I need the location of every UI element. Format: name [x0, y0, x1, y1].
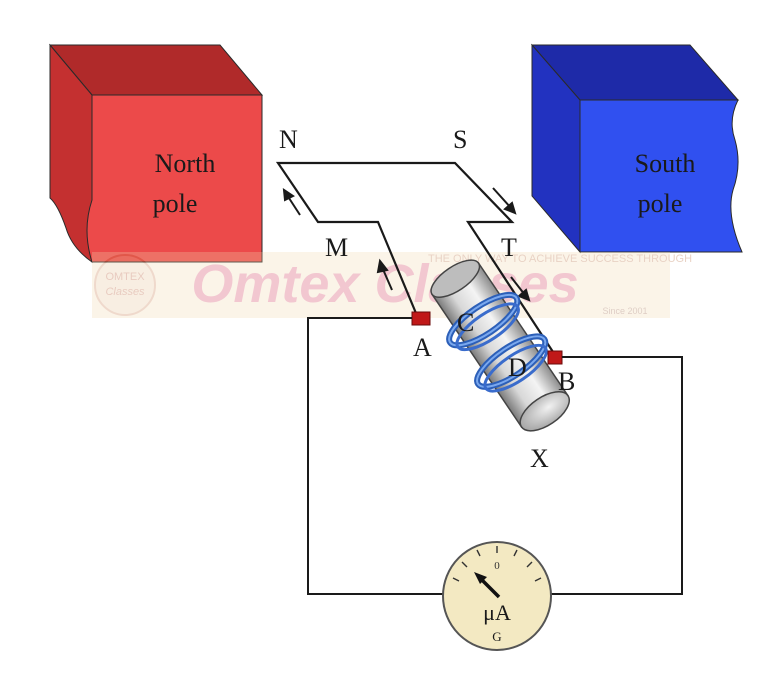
slip-ring-d-highlight — [476, 335, 547, 388]
watermark-logo — [94, 254, 156, 316]
north-pole-label-line1: North — [155, 149, 216, 178]
label-c: C — [457, 308, 474, 337]
south-pole-front-face — [579, 99, 743, 253]
slip-ring-c-inner — [455, 302, 520, 352]
label-t: T — [501, 233, 517, 262]
south-pole-label-line1: South — [635, 149, 696, 178]
brush-b — [547, 350, 563, 365]
slip-ring-c-highlight — [448, 293, 519, 347]
axle-front-end — [519, 391, 570, 432]
label-a: A — [413, 333, 432, 362]
axle-x — [430, 259, 570, 432]
galvanometer-zero: 0 — [494, 560, 500, 572]
arrow-up-middle — [376, 258, 393, 291]
coil-loop-wire — [275, 161, 556, 356]
label-d: D — [508, 353, 527, 382]
brush-a — [411, 311, 431, 326]
galvanometer-needle — [474, 572, 501, 599]
label-x: X — [530, 444, 549, 473]
label-b: B — [558, 367, 575, 396]
watermark-logo-bottom: Classes — [105, 286, 145, 298]
south-pole-label-line2: pole — [638, 189, 683, 218]
arrow-up-left — [282, 187, 301, 216]
coil-loop — [275, 161, 556, 356]
galvanometer-unit: μA — [483, 600, 511, 625]
south-pole-magnet: South pole — [530, 43, 743, 254]
slip-ring-d-inner — [483, 343, 548, 393]
axle-back-end — [430, 259, 481, 298]
watermark: OMTEX Classes Omtex Classes THE ONLY WAY… — [92, 252, 692, 318]
north-pole-front-face — [86, 94, 263, 263]
label-n: N — [279, 125, 298, 154]
watermark-logo-top: OMTEX — [105, 271, 145, 283]
external-circuit — [307, 317, 683, 595]
north-pole-side-face — [49, 43, 93, 263]
galvanometer: 0 μA G — [442, 541, 552, 651]
watermark-since: Since 2001 — [602, 306, 647, 316]
label-m: M — [325, 233, 348, 262]
circuit-wire-left — [307, 317, 443, 595]
current-arrows — [282, 187, 531, 302]
north-pole-magnet: North pole — [48, 43, 264, 263]
circuit-wire-right — [551, 356, 683, 595]
label-s: S — [453, 125, 467, 154]
galvanometer-name: G — [492, 629, 501, 644]
north-pole-label-line2: pole — [153, 189, 198, 218]
arrow-down-right-top — [492, 187, 517, 215]
arrow-down-right-lower — [510, 276, 531, 302]
galvanometer-scale — [452, 546, 542, 582]
